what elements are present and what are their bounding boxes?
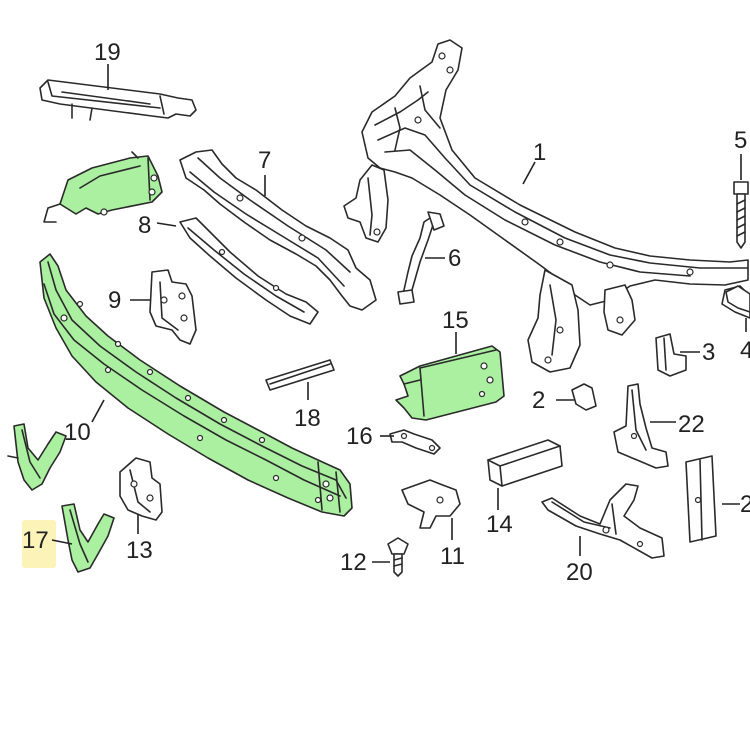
part-10-bumper-beam[interactable] [39, 253, 353, 517]
leader-8 [156, 222, 177, 227]
part-19-upper-rail[interactable] [39, 79, 197, 121]
part-20-bracket[interactable] [541, 483, 665, 559]
label-11: 11 [440, 543, 465, 570]
label-5: 5 [734, 127, 747, 154]
label-21: 2 [740, 491, 750, 518]
part-14-block[interactable] [487, 439, 563, 487]
part-11-bracket[interactable] [401, 479, 461, 529]
label-13: 13 [126, 537, 153, 564]
part-18-bar[interactable] [265, 359, 335, 391]
part-8-bracket[interactable] [43, 151, 163, 223]
part-3-bracket[interactable] [655, 333, 687, 377]
label-7: 7 [258, 147, 271, 174]
part-22-bracket[interactable] [613, 383, 669, 469]
part-13-bracket[interactable] [119, 457, 163, 521]
part-8-long-bracket[interactable] [179, 217, 319, 325]
part-9-bracket[interactable] [149, 269, 197, 345]
label-10: 10 [64, 419, 91, 446]
part-16-strap[interactable] [389, 429, 441, 455]
part-2-clip[interactable] [571, 383, 597, 411]
label-14: 14 [486, 511, 513, 538]
label-1: 1 [533, 139, 546, 166]
label-19: 19 [94, 39, 121, 66]
part-15-box-bracket[interactable] [395, 345, 505, 421]
label-18: 18 [294, 405, 321, 432]
part-1-front-end-carrier[interactable] [343, 39, 750, 373]
part-17-bracket-lower[interactable] [61, 503, 115, 573]
label-2: 2 [532, 387, 545, 414]
label-9: 9 [108, 287, 121, 314]
part-7-crossmember[interactable] [179, 149, 377, 311]
leader-10 [91, 399, 105, 423]
leader-17 [51, 539, 73, 545]
label-6: 6 [448, 245, 461, 272]
label-15: 15 [442, 307, 469, 334]
label-17-highlight [22, 520, 56, 568]
leader-1 [522, 161, 536, 185]
label-17: 17 [22, 527, 49, 554]
part-21-plate[interactable] [685, 455, 717, 543]
part-5-bolt[interactable] [733, 181, 749, 249]
part-12-bolt[interactable] [387, 537, 409, 577]
part-17-bracket-upper[interactable] [7, 423, 67, 491]
part-6-wire-bracket[interactable] [397, 211, 445, 305]
label-8: 8 [138, 212, 151, 239]
label-16: 16 [346, 423, 373, 450]
label-22: 22 [678, 411, 705, 438]
part-4-bracket[interactable] [725, 285, 750, 313]
label-3: 3 [702, 339, 715, 366]
label-12: 12 [340, 549, 367, 576]
label-20: 20 [566, 559, 593, 586]
label-4: 4 [740, 337, 750, 364]
